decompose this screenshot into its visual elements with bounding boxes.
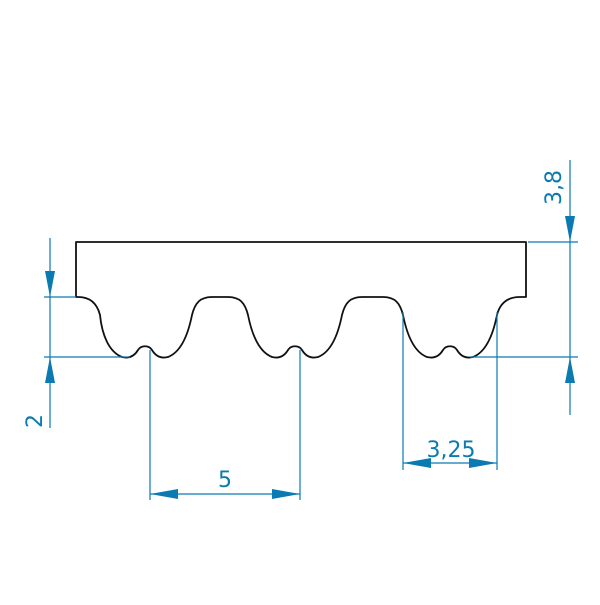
arrow-down-icon — [565, 216, 575, 242]
dimension-total-height: 3,8 — [470, 160, 578, 415]
arrow-up-icon — [565, 357, 575, 383]
arrow-right-icon — [469, 458, 497, 468]
arrow-down-icon — [45, 271, 55, 297]
arrow-left-icon — [403, 458, 431, 468]
arrow-up-icon — [45, 357, 55, 383]
arrow-right-icon — [272, 489, 300, 499]
belt-profile-outline — [75, 241, 527, 359]
dimension-tooth-width: 3,25 — [402, 312, 498, 470]
label-total-height: 3,8 — [542, 170, 567, 205]
label-pitch: 5 — [218, 468, 232, 493]
dimension-tooth-height: 2 — [23, 238, 130, 428]
arrow-left-icon — [150, 489, 178, 499]
label-tooth-height: 2 — [23, 414, 48, 428]
dimension-pitch: 5 — [149, 350, 301, 500]
label-tooth-width: 3,25 — [427, 438, 476, 463]
